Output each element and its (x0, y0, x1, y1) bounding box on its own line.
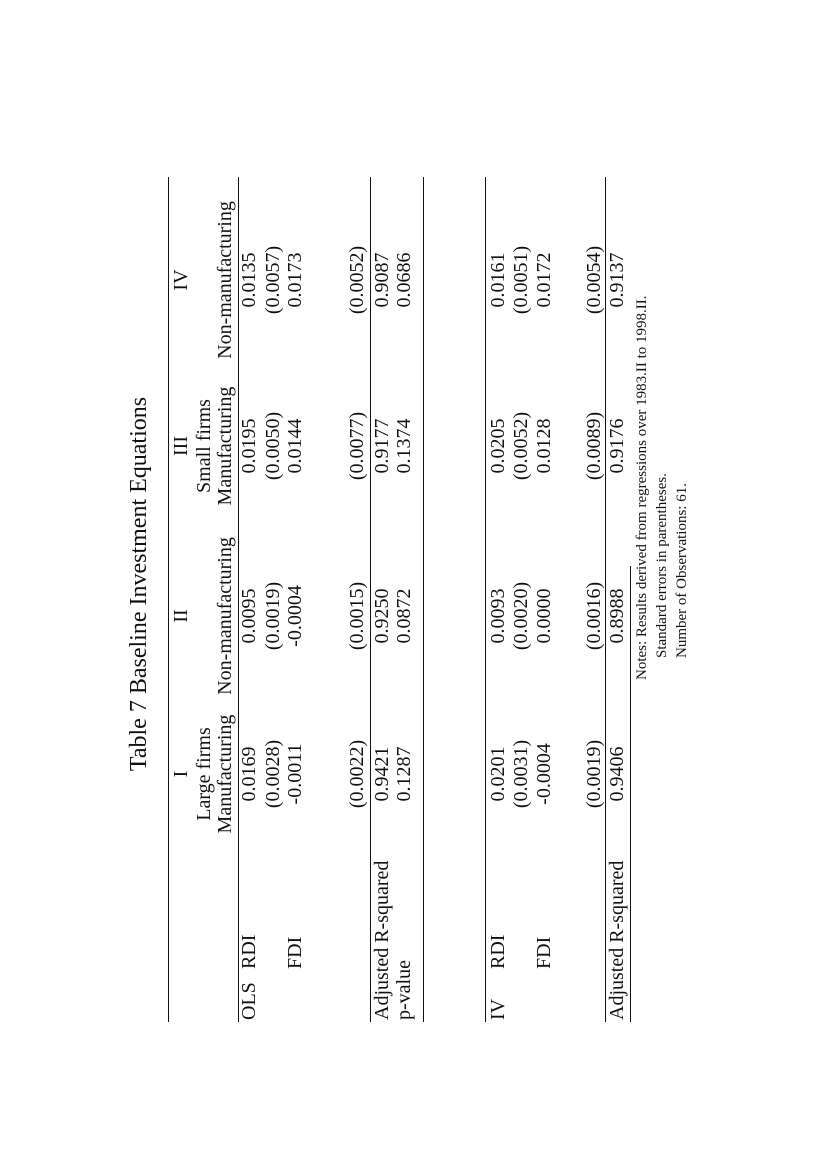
iv-fdi-i: -0.0004 (533, 743, 555, 805)
iv-fdi-se-iv: (0.0054) (583, 245, 605, 315)
ols-rdi-se-iv: (0.0057) (262, 245, 284, 315)
iv-rdi-se-ii: (0.0020) (510, 581, 532, 651)
col-iv-number: IV (170, 269, 192, 291)
ols-rdi-ii: 0.0095 (238, 588, 260, 644)
iv-rdi-iii: 0.0205 (487, 418, 509, 474)
ols-fdi-i: -0.0011 (284, 743, 306, 805)
ols-rdi-iii: 0.0195 (238, 418, 260, 474)
col-ii-number: II (170, 609, 192, 623)
ols-label: OLS (238, 982, 260, 1020)
sector-header-iv: Non-manufacturing (214, 201, 236, 359)
ols-bottom-rule (423, 177, 424, 1022)
iv-rdi-se-iii: (0.0052) (510, 411, 532, 481)
iv-adj-r2-i: 0.9406 (606, 746, 628, 802)
iv-label: IV (487, 998, 509, 1020)
ols-rdi-i: 0.0169 (238, 746, 260, 802)
sector-header-iii: Manufacturing (214, 386, 236, 506)
ols-pvalue-label: p-value (393, 960, 415, 1020)
ols-adj-r2-label: Adjusted R-squared (371, 860, 393, 1020)
ols-pvalue-i: 0.1287 (393, 746, 415, 802)
ols-fdi-se-ii: (0.0015) (346, 581, 368, 651)
ols-adj-r2-iii: 0.9177 (371, 418, 393, 474)
ols-rdi-label: RDI (238, 934, 260, 969)
ols-fdi-se-iii: (0.0077) (346, 411, 368, 481)
iv-fdi-iii: 0.0128 (533, 418, 555, 474)
iv-rdi-se-i: (0.0031) (510, 739, 532, 809)
ols-rdi-iv: 0.0135 (238, 252, 260, 308)
iv-adj-r2-iv: 0.9137 (606, 252, 628, 308)
iv-fdi-se-ii: (0.0016) (583, 581, 605, 651)
iv-rdi-label: RDI (487, 934, 509, 969)
ols-fdi-iv: 0.0173 (284, 252, 306, 308)
iv-top-rule (485, 177, 486, 1022)
ols-pvalue-iv: 0.0686 (393, 252, 415, 308)
ols-fdi-se-iv: (0.0052) (346, 245, 368, 315)
table-title: Table 7 Baseline Investment Equations (126, 396, 152, 772)
ols-adj-r2-ii: 0.9250 (371, 588, 393, 644)
iv-adj-r2-iii: 0.9176 (606, 418, 628, 474)
iv-fdi-ii: 0.0000 (533, 588, 555, 644)
ols-fdi-ii: -0.0004 (284, 585, 306, 647)
ols-rdi-se-i: (0.0028) (262, 739, 284, 809)
top-rule (168, 177, 169, 1022)
note-results: Notes: Results derived from regressions … (634, 295, 650, 680)
ols-pvalue-iii: 0.1374 (393, 418, 415, 474)
col-iii-number: III (170, 436, 192, 456)
group-small-firms: Small firms (193, 399, 215, 493)
iv-adj-r2-ii: 0.8988 (606, 588, 628, 644)
sector-header-ii: Non-manufacturing (214, 537, 236, 695)
ols-fdi-iii: 0.0144 (284, 418, 306, 474)
iv-fdi-iv: 0.0172 (533, 252, 555, 308)
iv-adj-r2-label: Adjusted R-squared (606, 860, 628, 1020)
ols-adj-r2-i: 0.9421 (371, 746, 393, 802)
iv-rdi-se-iv: (0.0051) (510, 245, 532, 315)
ols-pvalue-ii: 0.0872 (393, 588, 415, 644)
col-i-number: I (170, 770, 192, 778)
ols-fdi-label: FDI (284, 936, 306, 969)
iv-fdi-se-i: (0.0019) (583, 739, 605, 809)
group-large-firms: Large firms (193, 727, 215, 821)
ols-adj-r2-iv: 0.9087 (371, 252, 393, 308)
ols-rdi-se-ii: (0.0019) (262, 581, 284, 651)
iv-fdi-se-iii: (0.0089) (583, 411, 605, 481)
ols-fdi-se-i: (0.0022) (346, 739, 368, 809)
sector-header-i: Manufacturing (214, 714, 236, 834)
iv-rdi-iv: 0.0161 (487, 252, 509, 308)
iv-fdi-label: FDI (533, 936, 555, 969)
iv-rdi-ii: 0.0093 (487, 588, 509, 644)
iv-rdi-i: 0.0201 (487, 746, 509, 802)
note-standard-errors: Standard errors in parentheses. (654, 473, 670, 658)
iv-bottom-rule (630, 566, 631, 1022)
ols-rdi-se-iii: (0.0050) (262, 411, 284, 481)
note-observations: Number of Observations: 61. (674, 483, 690, 658)
